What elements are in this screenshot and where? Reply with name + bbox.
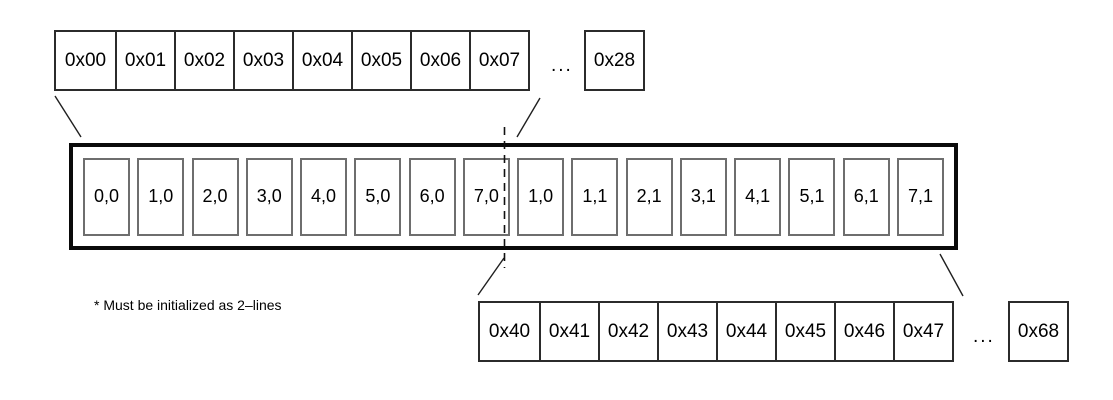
connector-line-bottom-left <box>477 257 505 296</box>
address-cell: 0x40 <box>488 320 531 342</box>
address-cell-last: 0x28 <box>584 30 645 91</box>
buffer-cell: 2,0 <box>191 157 239 236</box>
address-cell: 0x46 <box>834 303 893 360</box>
buffer-cell: 4,1 <box>734 157 782 236</box>
address-cell-last: 0x68 <box>1008 301 1069 362</box>
address-cell: 0x03 <box>233 32 292 89</box>
buffer-cell: 2,1 <box>625 157 673 236</box>
connector-line-bottom-right <box>939 253 964 297</box>
buffer-cell: 7,0 <box>462 157 510 236</box>
line-buffer-box: 0,0 1,0 2,0 3,0 4,0 5,0 6,0 7,0 1,0 1,1 … <box>69 143 958 250</box>
buffer-cell: 3,1 <box>679 157 727 236</box>
address-cell: 0x00 <box>64 49 107 71</box>
buffer-cell: 6,0 <box>408 157 456 236</box>
bottom-address-row: 0x40 0x41 0x42 0x43 0x44 0x45 0x46 0x47 <box>478 301 954 362</box>
address-cell: 0x05 <box>351 32 410 89</box>
address-cell: 0x04 <box>292 32 351 89</box>
buffer-cell: 5,1 <box>788 157 836 236</box>
address-cell: 0x06 <box>410 32 469 89</box>
buffer-cell: 1,0 <box>517 157 565 236</box>
ellipsis: ... <box>973 326 995 347</box>
top-address-row: 0x00 0x01 0x02 0x03 0x04 0x05 0x06 0x07 <box>54 30 530 91</box>
connector-line-top-left <box>54 95 82 138</box>
address-cell: 0x43 <box>657 303 716 360</box>
buffer-cell: 1,1 <box>571 157 619 236</box>
address-cell: 0x47 <box>893 303 952 360</box>
address-cell: 0x01 <box>115 32 174 89</box>
buffer-cell: 6,1 <box>842 157 890 236</box>
buffer-cell: 0,0 <box>83 157 130 236</box>
buffer-cell: 7,1 <box>896 157 944 236</box>
buffer-cell: 3,0 <box>245 157 293 236</box>
address-cell: 0x02 <box>174 32 233 89</box>
address-cell: 0x44 <box>716 303 775 360</box>
buffer-cell: 5,0 <box>354 157 402 236</box>
footnote: * Must be initialized as 2–lines <box>94 297 282 313</box>
buffer-cell: 1,0 <box>137 157 185 236</box>
ellipsis: ... <box>551 55 573 76</box>
connector-line-top-right <box>516 97 541 138</box>
address-cell: 0x45 <box>775 303 834 360</box>
address-cell: 0x07 <box>469 32 528 89</box>
address-cell: 0x41 <box>539 303 598 360</box>
address-cell: 0x42 <box>598 303 657 360</box>
buffer-cell: 4,0 <box>300 157 348 236</box>
